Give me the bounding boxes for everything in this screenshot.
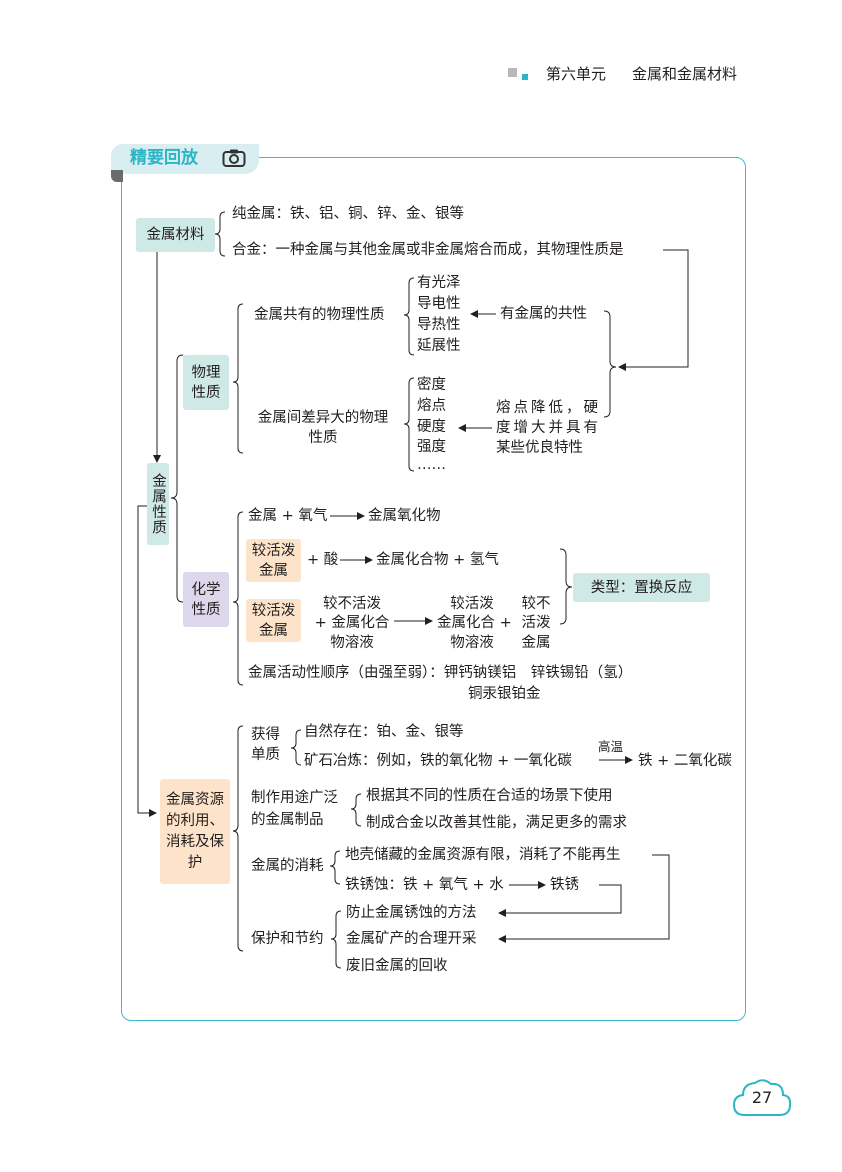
products-label-2: 的金属制品 bbox=[251, 812, 324, 828]
resources-box: 金属资源的利用、消耗及保护 bbox=[160, 779, 230, 884]
active-metal-label-acid: 较活泼金属 bbox=[251, 542, 296, 579]
different-item-density: 密度 bbox=[417, 377, 446, 393]
activity-series-line2: 铜汞银铂金 bbox=[468, 686, 541, 702]
active-metal-label-salt: 较活泼金属 bbox=[251, 602, 296, 639]
protection-label: 保护和节约 bbox=[251, 931, 324, 947]
active-metal-box-acid: 较活泼金属 bbox=[246, 539, 301, 582]
different-item-melting: 熔点 bbox=[417, 398, 446, 414]
smelting-products: 铁 + 二氧化碳 bbox=[638, 753, 732, 769]
metal-properties-label: 金属性质 bbox=[150, 473, 166, 535]
different-item-hardness: 硬度 bbox=[417, 419, 446, 435]
resources-label: 金属资源的利用、消耗及保护 bbox=[166, 791, 224, 871]
header-unit: 第六单元 bbox=[546, 65, 607, 83]
physical-properties-label: 物理性质 bbox=[191, 364, 221, 401]
products-item-2: 制成合金以改善其性能，满足更多的需求 bbox=[366, 815, 627, 831]
chemical-properties-label: 化学性质 bbox=[191, 581, 221, 618]
natural-occurrence: 自然存在：铂、金、银等 bbox=[304, 724, 464, 740]
section-title: 精要回放 bbox=[130, 148, 198, 168]
header-square-gray bbox=[508, 68, 517, 77]
products-item-1: 根据其不同的性质在合适的场景下使用 bbox=[366, 788, 613, 804]
consumption-label: 金属的消耗 bbox=[251, 858, 324, 874]
salt-product2-1: 较不 bbox=[521, 596, 551, 612]
title-tab-shadow bbox=[111, 170, 123, 182]
common-item-conductivity: 导电性 bbox=[417, 296, 461, 312]
different-note-1: 熔点降低，硬 bbox=[496, 400, 601, 416]
different-note-2: 度增大并具有 bbox=[496, 420, 601, 436]
acid-products: 金属化合物 + 氢气 bbox=[376, 552, 499, 568]
oxygen-product: 金属氧化物 bbox=[368, 508, 441, 524]
metal-properties-box: 金属性质 bbox=[147, 463, 169, 545]
rusting-product: 铁锈 bbox=[550, 877, 579, 893]
page-number: 27 bbox=[751, 1088, 773, 1107]
salt-product2-2: 活泼 bbox=[521, 615, 551, 631]
salt-reactant-1: 较不活泼 bbox=[323, 596, 381, 612]
salt-reactant-3: 物溶液 bbox=[330, 635, 374, 651]
page-number-cloud-icon bbox=[731, 1075, 793, 1119]
common-item-thermal: 导热性 bbox=[417, 317, 461, 333]
header-square-teal bbox=[522, 74, 528, 80]
acid-reactant: + 酸 bbox=[307, 552, 339, 568]
protection-item-3: 废旧金属的回收 bbox=[346, 958, 448, 974]
different-properties-label-2: 性质 bbox=[308, 430, 338, 446]
common-item-luster: 有光泽 bbox=[417, 275, 461, 291]
smelting-condition: 高温 bbox=[598, 739, 624, 754]
header-title: 金属和金属材料 bbox=[632, 65, 738, 83]
camera-icon bbox=[222, 148, 246, 168]
different-item-etc: …… bbox=[417, 457, 446, 473]
salt-product-2: 金属化合 + bbox=[437, 615, 512, 631]
products-label-1: 制作用途广泛 bbox=[251, 790, 338, 806]
common-note: 有金属的共性 bbox=[500, 306, 587, 322]
reaction-type-box: 类型：置换反应 bbox=[573, 573, 710, 602]
oxygen-reactants: 金属 + 氧气 bbox=[248, 508, 328, 524]
different-properties-label-1: 金属间差异大的物理 bbox=[257, 410, 389, 426]
salt-product2-3: 金属 bbox=[521, 635, 551, 651]
active-metal-box-salt: 较活泼金属 bbox=[246, 599, 301, 642]
consumption-item-1: 地壳储藏的金属资源有限，消耗了不能再生 bbox=[345, 847, 621, 863]
salt-reactant-2: + 金属化合 bbox=[314, 615, 390, 631]
title-tab bbox=[111, 144, 259, 174]
metal-materials-box: 金属材料 bbox=[136, 218, 215, 252]
obtain-label-2: 单质 bbox=[251, 747, 280, 763]
protection-item-1: 防止金属锈蚀的方法 bbox=[346, 905, 477, 921]
rusting-reactants: 铁锈蚀：铁 + 氧气 + 水 bbox=[345, 877, 504, 893]
different-item-strength: 强度 bbox=[417, 439, 446, 455]
pure-metal-text: 纯金属：铁、铝、铜、锌、金、银等 bbox=[232, 206, 464, 222]
common-properties-label: 金属共有的物理性质 bbox=[254, 307, 385, 323]
physical-properties-box: 物理性质 bbox=[183, 355, 229, 410]
obtain-label-1: 获得 bbox=[251, 727, 280, 743]
protection-item-2: 金属矿产的合理开采 bbox=[346, 931, 477, 947]
activity-series-line1: 金属活动性顺序（由强至弱）：钾钙钠镁铝 锌铁锡铅（氢） bbox=[248, 665, 633, 681]
chemical-properties-box: 化学性质 bbox=[183, 572, 229, 627]
salt-product-3: 物溶液 bbox=[450, 635, 494, 651]
smelting-reactants: 矿石冶炼：例如，铁的氧化物 + 一氧化碳 bbox=[304, 753, 572, 769]
content-frame bbox=[121, 157, 746, 1021]
alloy-text: 合金：一种金属与其他金属或非金属熔合而成，其物理性质是 bbox=[232, 242, 624, 258]
common-item-ductility: 延展性 bbox=[417, 338, 461, 354]
different-note-3: 某些优良特性 bbox=[496, 440, 583, 456]
salt-product-1: 较活泼 bbox=[450, 596, 494, 612]
